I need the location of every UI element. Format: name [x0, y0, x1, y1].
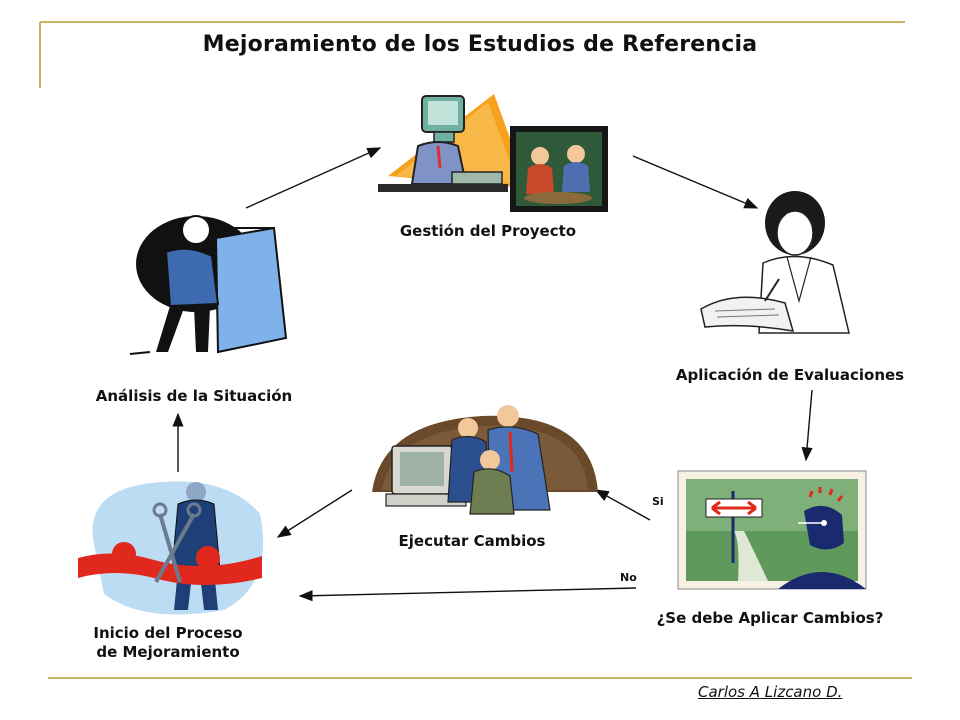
- man-reading-blueprint-image: [129, 215, 288, 355]
- arrow-gestion-to-aplicacion: [632, 155, 759, 209]
- woman-writing-image: [700, 191, 850, 334]
- arrow-analisis-to-gestion: [245, 147, 382, 209]
- crossroads-decision-image: [677, 470, 867, 590]
- node-ejecutar-label: Ejecutar Cambios: [398, 532, 546, 550]
- page-title: Mejoramiento de los Estudios de Referenc…: [202, 32, 758, 57]
- computer-worker-image: [378, 94, 608, 212]
- author-credit: Carlos A Lizcano D.: [698, 683, 843, 701]
- node-aplicacion-label: Aplicación de Evaluaciones: [675, 366, 905, 384]
- arrow-decision-to-inicio: [298, 587, 637, 602]
- edge-no-label: No: [620, 571, 637, 584]
- edge-yes-label: Si: [652, 495, 664, 508]
- node-gestion-label: Gestión del Proyecto: [399, 222, 577, 240]
- team-at-computer-image: [372, 405, 598, 515]
- node-analisis-label: Análisis de la Situación: [95, 387, 293, 405]
- arrow-aplicacion-to-decision: [801, 389, 813, 462]
- node-inicio-label-line1: Inicio del Proceso: [93, 624, 243, 642]
- node-inicio-label-line2: de Mejoramiento: [96, 643, 240, 661]
- arrow-ejecutar-to-inicio: [276, 489, 353, 538]
- node-decision-label: ¿Se debe Aplicar Cambios?: [656, 609, 884, 627]
- arrow-decision-to-ejecutar: [594, 489, 651, 521]
- ribbon-cutting-image: [78, 481, 264, 615]
